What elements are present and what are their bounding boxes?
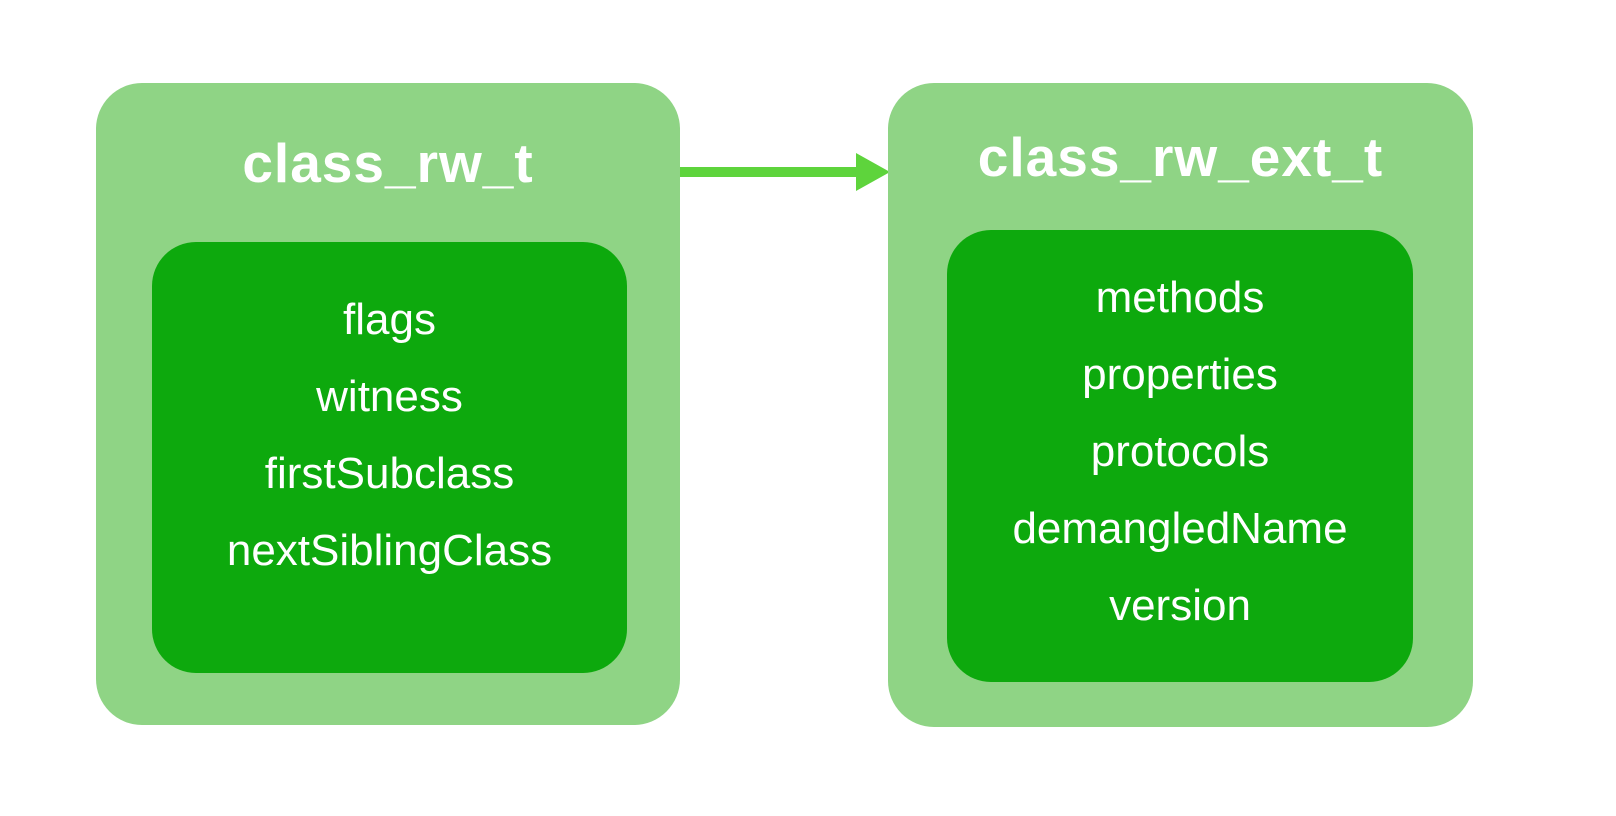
fields-box-class-rw-t: flags witness firstSubclass nextSiblingC… [152, 242, 627, 673]
field-witness: witness [316, 372, 463, 421]
field-methods: methods [1095, 273, 1265, 322]
field-demangledName: demangledName [1012, 504, 1348, 553]
node-class-rw-ext-t: class_rw_ext_t methods properties protoc… [888, 83, 1473, 727]
node-title-class-rw-ext-t: class_rw_ext_t [977, 125, 1384, 188]
field-protocols: protocols [1090, 427, 1270, 476]
field-version: version [1109, 581, 1251, 630]
field-nextSiblingClass: nextSiblingClass [226, 526, 553, 575]
field-properties: properties [1082, 350, 1278, 399]
arrow-head [856, 153, 890, 191]
node-title-class-rw-t: class_rw_t [242, 131, 534, 194]
fields-box-class-rw-ext-t: methods properties protocols demangledNa… [947, 230, 1413, 682]
field-flags: flags [343, 295, 436, 344]
field-firstSubclass: firstSubclass [264, 449, 515, 498]
arrow-connector-icon [680, 153, 890, 191]
node-class-rw-t: class_rw_t flags witness firstSubclass n… [96, 83, 680, 725]
